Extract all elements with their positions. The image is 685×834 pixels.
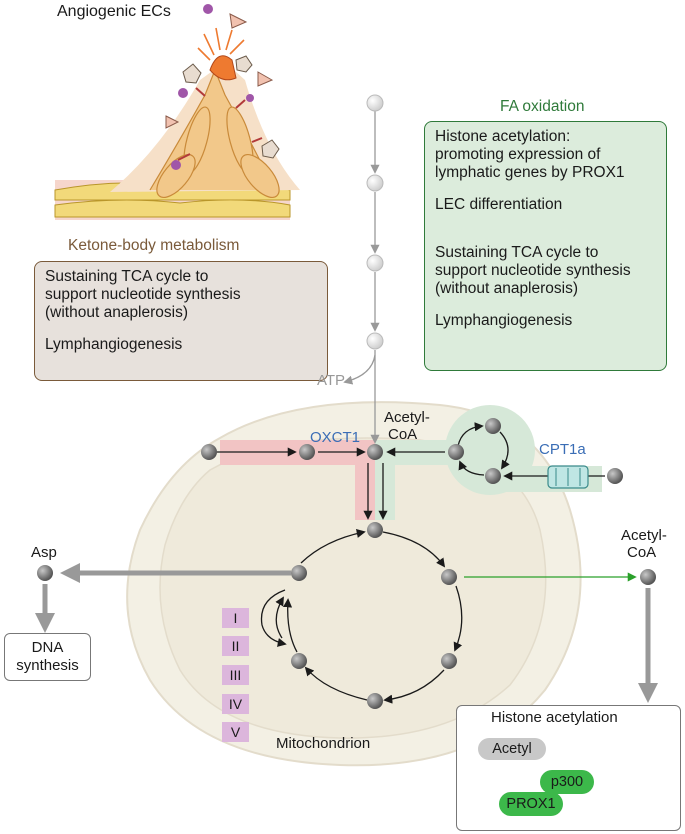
oxct1-band-vertical xyxy=(355,440,375,520)
fa-box: Histone acetylation: promoting expressio… xyxy=(424,121,667,371)
dna-line-2: synthesis xyxy=(16,657,79,674)
dna-line-1: DNA xyxy=(31,639,64,656)
complex-i: I xyxy=(222,608,249,628)
acetyl-tag: Acetyl xyxy=(478,738,546,760)
complex-iv: IV xyxy=(222,694,249,714)
fa-line-2: promoting expression of xyxy=(435,146,601,163)
fa-line-6: support nucleotide synthesis xyxy=(435,262,631,279)
ketone-line-4: Lymphangiogenesis xyxy=(45,336,183,353)
angiogenic-ecs-title: Angiogenic ECs xyxy=(57,3,171,20)
mitochondrion-label: Mitochondrion xyxy=(276,735,371,752)
fa-line-8: Lymphangiogenesis xyxy=(435,312,573,329)
acetyl-coa-label-line1: Acetyl- xyxy=(384,409,430,426)
ketone-flux xyxy=(201,444,445,520)
dna-synthesis-box: DNA synthesis xyxy=(4,633,91,681)
fa-heading: FA oxidation xyxy=(500,98,585,115)
ketone-heading: Ketone-body metabolism xyxy=(68,237,240,254)
angiogenic-sprout-illustration xyxy=(54,4,300,220)
prox1-protein: PROX1 xyxy=(499,792,563,816)
fa-line-7: (without anaplerosis) xyxy=(435,280,579,297)
histone-acetylation-title: Histone acetylation xyxy=(491,709,618,726)
acetyl-coa-label-line2: CoA xyxy=(388,426,418,443)
fa-line-5: Sustaining TCA cycle to xyxy=(435,244,599,261)
outflux-arrows xyxy=(35,563,658,703)
tca-cycle xyxy=(260,522,463,709)
fa-oxidation-spiral xyxy=(448,418,623,484)
oxct1-label: OXCT1 xyxy=(310,429,361,446)
cpt1a-label: CPT1a xyxy=(539,441,586,458)
ketone-line-1: Sustaining TCA cycle to xyxy=(45,268,209,285)
acetyl-coa-right-line1: Acetyl- xyxy=(621,527,667,544)
acetyl-coa-right-line2: CoA xyxy=(627,544,657,561)
ketone-box: Sustaining TCA cycle to support nucleoti… xyxy=(34,261,328,381)
complex-v: V xyxy=(222,722,249,742)
asp-label: Asp xyxy=(31,544,57,561)
upper-chain xyxy=(343,94,384,444)
ketone-line-3: (without anaplerosis) xyxy=(45,304,189,321)
fa-line-1: Histone acetylation: xyxy=(435,128,571,145)
atp-label: ATP xyxy=(317,372,346,389)
cpt1a-transporter xyxy=(547,465,589,489)
complex-ii: II xyxy=(222,636,249,656)
complex-iii: III xyxy=(222,665,249,685)
histone-acetylation-box xyxy=(456,705,681,831)
p300-protein: p300 xyxy=(540,770,594,794)
fa-line-4: LEC differentiation xyxy=(435,196,563,213)
ketone-line-2: support nucleotide synthesis xyxy=(45,286,241,303)
fa-line-3: lymphatic genes by PROX1 xyxy=(435,164,625,181)
